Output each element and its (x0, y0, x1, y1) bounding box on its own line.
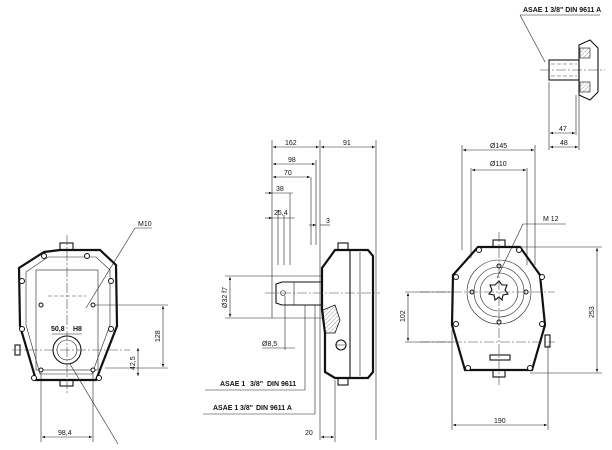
spec-1-din: DIN 9611 (267, 381, 296, 388)
dim-3: 3 (326, 218, 330, 225)
dim-48: 48 (560, 140, 568, 147)
dim-47: 47 (559, 126, 567, 133)
spec-2-din: DIN 9611 A (256, 405, 292, 412)
dim-253: 253 (589, 306, 596, 318)
dim-190: 190 (494, 418, 506, 425)
shaft-detail-view: ASAE 1 3/8" DIN 9611 A 47 48 (519, 7, 605, 150)
dim-38: 38 (276, 186, 284, 193)
detail-spec-label: ASAE 1 3/8" DIN 9611 A (523, 7, 601, 14)
front-thread-label: M 12 (543, 216, 559, 223)
spec-1-size: 3/8" (250, 381, 263, 388)
pin-hole-label: Ø8,5 (262, 341, 277, 348)
dim-98-4: 98,4 (58, 430, 72, 437)
front-view: Ø145 Ø110 M 12 (400, 143, 602, 430)
dim-25-4: 25,4 (274, 210, 288, 217)
dim-d110: Ø110 (490, 161, 507, 168)
dim-70: 70 (284, 170, 292, 177)
spec-2-asae: ASAE 1 (213, 405, 238, 412)
dim-162: 162 (285, 140, 297, 147)
rear-view: M10 50,8 H8 128 42,5 98,4 (12, 221, 168, 445)
dim-d145: Ø145 (490, 143, 507, 150)
side-view: 162 91 98 70 38 25,4 3 (203, 140, 380, 442)
dim-91: 91 (343, 140, 351, 147)
spec-2-size: 3/8" (240, 405, 253, 412)
dim-20: 20 (305, 430, 313, 437)
dim-42-5: 42,5 (130, 356, 137, 370)
dim-128: 128 (155, 330, 162, 342)
spec-1-asae: ASAE 1 (220, 381, 245, 388)
rear-tolerance-label: H8 (73, 326, 82, 333)
shaft-diameter-label: Ø32 f7 (222, 287, 229, 308)
rear-bore-label: 50,8 (51, 326, 65, 333)
dim-102: 102 (400, 310, 407, 322)
rear-thread-label: M10 (138, 221, 152, 228)
dim-98: 98 (288, 157, 296, 164)
